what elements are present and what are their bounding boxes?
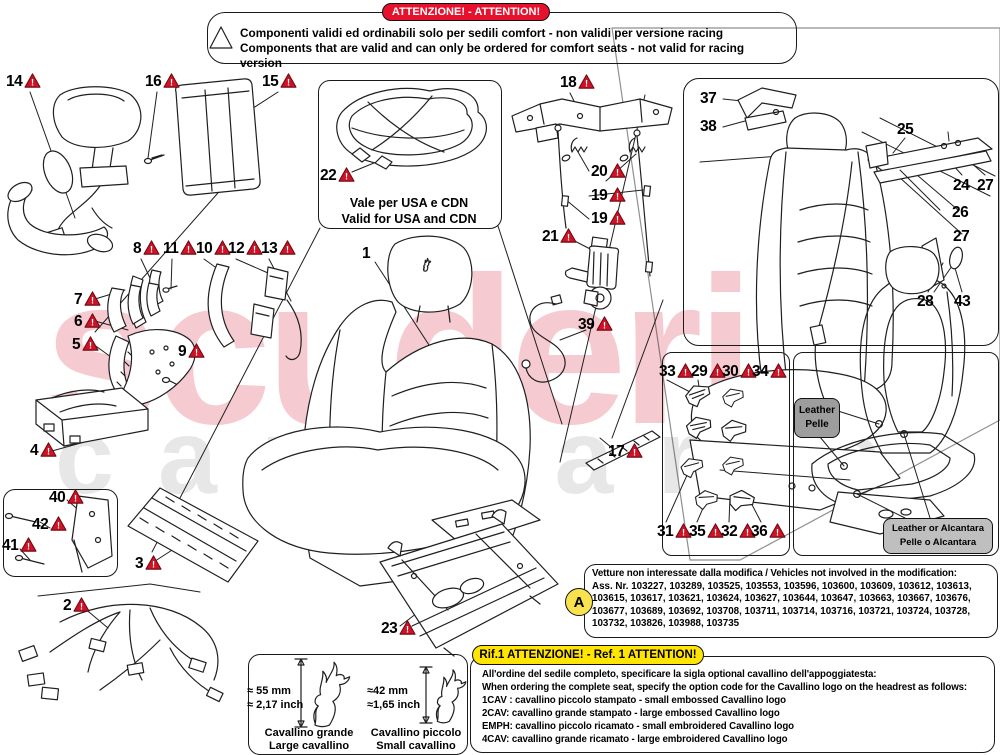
cavallino-large-caption-it: Cavallino grande bbox=[264, 727, 354, 739]
ref1-line-it: All'ordine del sedile completo, specific… bbox=[482, 669, 877, 680]
cavallino-large-mm: ≈ 55 mm bbox=[247, 685, 291, 697]
top-warning-line-en: Components that are valid and can only b… bbox=[240, 41, 745, 70]
usa-cdn-caption: Vale per USA e CDN Valid for USA and CDN bbox=[318, 195, 500, 227]
clips-box bbox=[662, 352, 790, 556]
cavallino-large-drawing bbox=[294, 658, 351, 728]
ref1-text: All'ordine del sedile completo, specific… bbox=[482, 668, 987, 746]
leather-label: Leather Pelle bbox=[794, 398, 840, 438]
ecu-box-4 bbox=[35, 387, 149, 447]
sill-strip-17 bbox=[585, 430, 661, 471]
leather-box bbox=[793, 352, 999, 556]
cavallino-small-drawing bbox=[419, 666, 467, 724]
ref1-option-4: 4CAV: cavallino grande ricamato - large … bbox=[482, 734, 788, 745]
cavallino-small-caption: Cavallino piccolo Small cavallino bbox=[366, 727, 466, 752]
belt-reference-box bbox=[683, 78, 999, 346]
fastener-clips bbox=[680, 385, 755, 512]
release-cable-39 bbox=[521, 294, 566, 383]
cavallino-small-measure: ≈42 mm ≈1,65 inch bbox=[367, 684, 420, 712]
vehicles-title: Vetture non interessate dalla modifica /… bbox=[592, 568, 957, 579]
ref1-option-3: EMPH: cavallino piccolo ricamato - small… bbox=[482, 721, 794, 732]
usa-cdn-line-it: Vale per USA e CDN bbox=[349, 196, 469, 210]
cavallino-small-inch: ≈1,65 inch bbox=[367, 699, 421, 711]
leather-label-en: Leather bbox=[798, 404, 836, 416]
note-a-badge: A bbox=[565, 588, 593, 616]
seat-back-panel-15 bbox=[143, 78, 261, 196]
ref1-header: Rif.1 ATTENZIONE! - Ref. 1 ATTENTION! bbox=[472, 645, 704, 665]
cavallino-small-caption-en: Small cavallino bbox=[376, 739, 456, 752]
cavallino-large-measure: ≈ 55 mm ≈ 2,17 inch bbox=[247, 684, 303, 712]
cavallino-large-caption: Cavallino grande Large cavallino bbox=[250, 727, 368, 752]
cavallino-small-mm: ≈42 mm bbox=[367, 685, 408, 697]
cavallino-large-inch: ≈ 2,17 inch bbox=[247, 699, 304, 711]
cables-and-springs bbox=[554, 124, 654, 277]
wiring-harness-2 bbox=[18, 583, 224, 703]
vehicles-text: Vetture non interessate dalla modifica /… bbox=[592, 568, 990, 631]
bracket-40-group bbox=[4, 495, 113, 573]
usa-cdn-pad bbox=[336, 87, 487, 170]
ref1-option-2: 2CAV: cavallino grande stampato - large … bbox=[482, 708, 780, 719]
leather-alcantara-label: Leather or Alcantara Pelle o Alcantara bbox=[883, 518, 993, 554]
vehicles-box bbox=[584, 564, 998, 638]
vehicles-numbers: Ass. Nr. 103227, 103289, 103525, 103553,… bbox=[592, 580, 972, 630]
top-warning-text: Componenti validi ed ordinabili solo per… bbox=[240, 26, 788, 71]
leather-label-it: Pelle bbox=[805, 419, 829, 430]
seat-frame-23 bbox=[379, 509, 559, 657]
cavallino-small-caption-it: Cavallino piccolo bbox=[370, 727, 462, 739]
ref1-line-en: When ordering the complete seat, specify… bbox=[482, 682, 968, 693]
actuator-21 bbox=[564, 236, 620, 310]
leather-alcantara-label-en: Leather or Alcantara bbox=[891, 523, 985, 535]
ref1-box bbox=[470, 656, 995, 753]
leather-alcantara-label-it: Pelle o Alcantara bbox=[899, 537, 977, 548]
ref1-option-1: 1CAV : cavallino piccolo stampato - smal… bbox=[482, 695, 786, 706]
cavallino-large-caption-en: Large cavallino bbox=[268, 739, 350, 752]
attention-header: ATTENZIONE! - ATTENTION! bbox=[382, 3, 550, 21]
headrest-assembly-14 bbox=[7, 86, 142, 256]
svg-text:!: ! bbox=[219, 34, 223, 49]
top-warning-line-it: Componenti validi ed ordinabili solo per… bbox=[240, 26, 724, 40]
usa-cdn-box bbox=[318, 80, 502, 229]
back-trim-panel-3 bbox=[127, 487, 259, 583]
main-seat-illustration bbox=[242, 235, 541, 587]
side-trim-assembly bbox=[107, 282, 196, 405]
usa-cdn-line-en: Valid for USA and CDN bbox=[341, 212, 477, 226]
bracket-box bbox=[3, 489, 118, 577]
crossmember-18 bbox=[511, 98, 673, 143]
